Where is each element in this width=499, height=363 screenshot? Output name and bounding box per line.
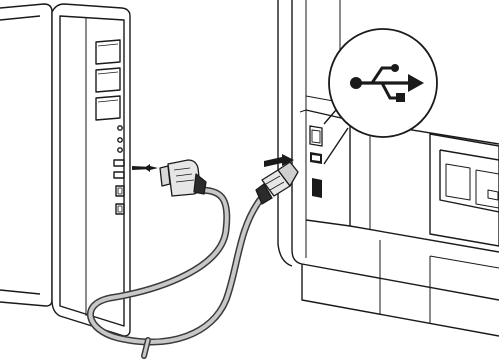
arrow-right-icon	[132, 164, 158, 172]
printer-usb-port	[309, 125, 323, 198]
usb-a-connector	[159, 159, 207, 197]
usb-cable	[87, 186, 264, 359]
usb-symbol-icon	[350, 64, 424, 102]
usb-b-connector	[255, 161, 299, 205]
computer-tower	[0, 3, 131, 337]
